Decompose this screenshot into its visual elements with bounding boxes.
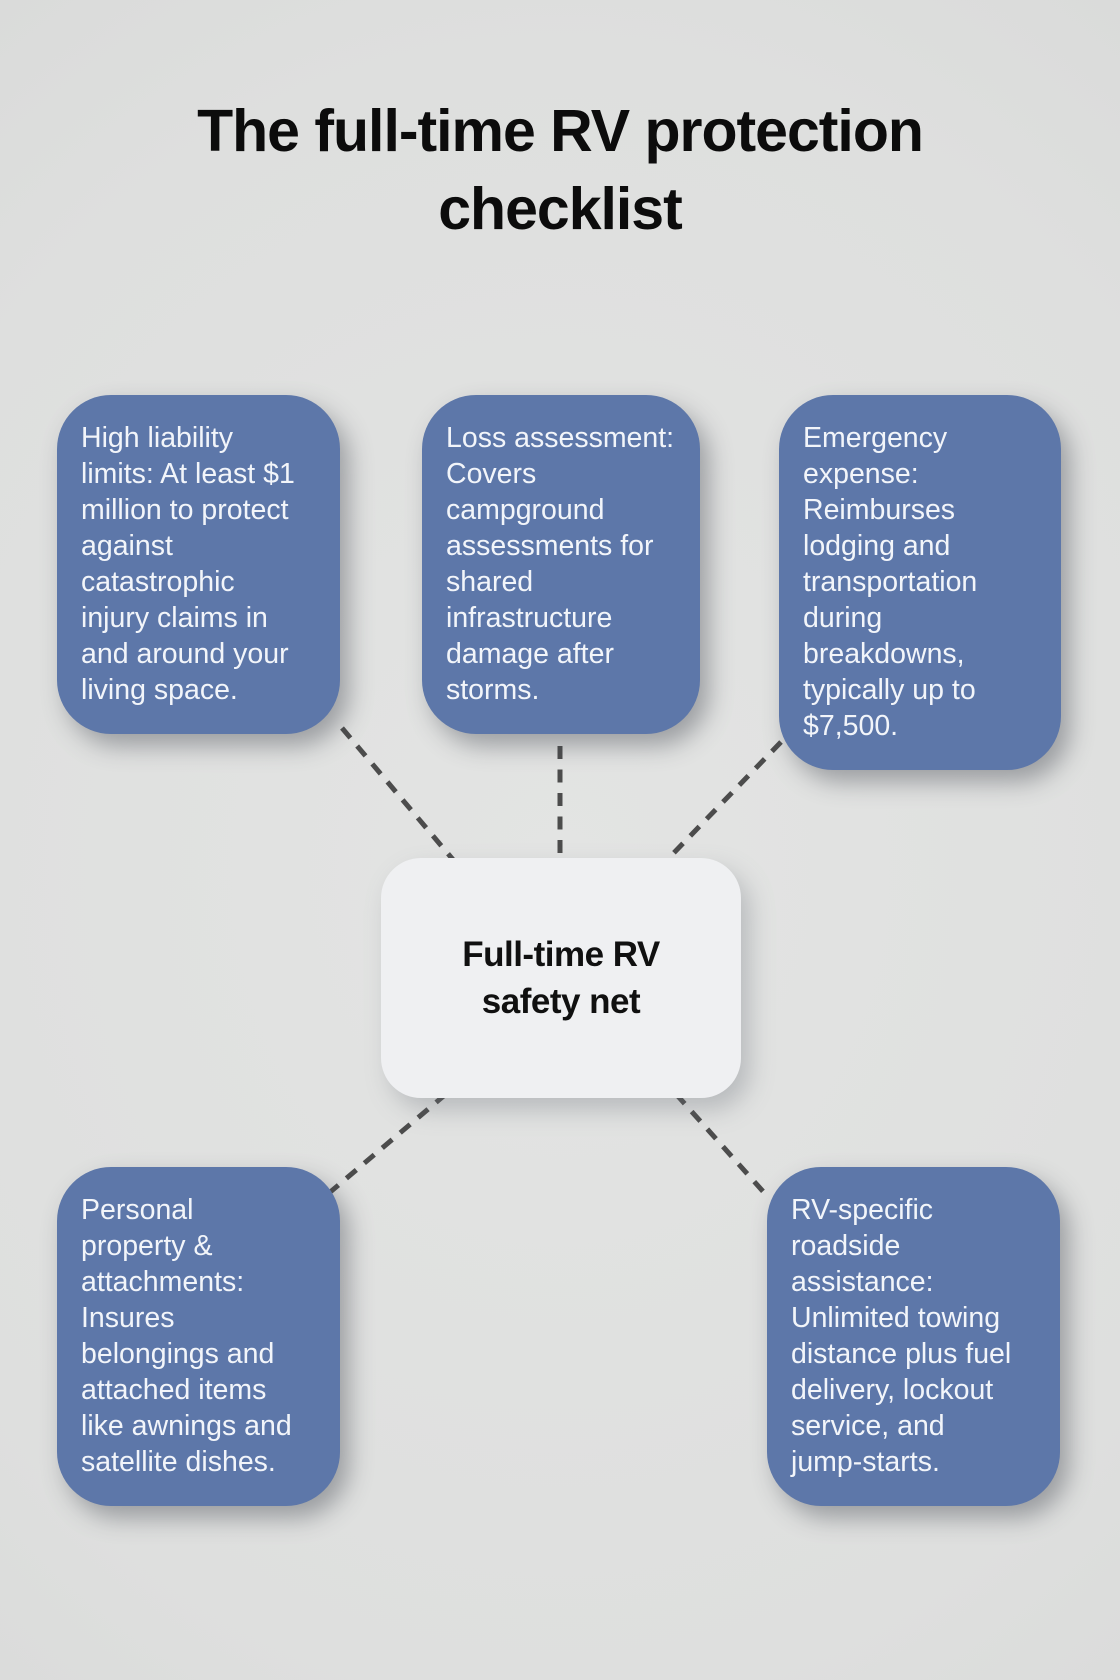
page-title: The full-time RV protection checklist xyxy=(197,98,924,243)
center-node: Full-time RV safety net xyxy=(381,858,741,1098)
node-high-liability: High liability limits: At least $1 milli… xyxy=(57,395,340,734)
center-node-label: Full-time RV safety net xyxy=(462,935,660,1021)
node-personal-property: Personal property & attachments: Insures… xyxy=(57,1167,340,1506)
connector-emergency-expense xyxy=(663,740,783,864)
connector-roadside-assistance xyxy=(674,1092,770,1199)
connector-personal-property xyxy=(320,1092,448,1201)
node-emergency-expense: Emergency expense: Reimburses lodging an… xyxy=(779,395,1061,770)
connector-high-liability xyxy=(340,726,457,864)
node-loss-assessment: Loss assessment: Covers campground asses… xyxy=(422,395,700,734)
node-roadside-assistance: RV-specific roadside assistance: Unlimit… xyxy=(767,1167,1060,1506)
